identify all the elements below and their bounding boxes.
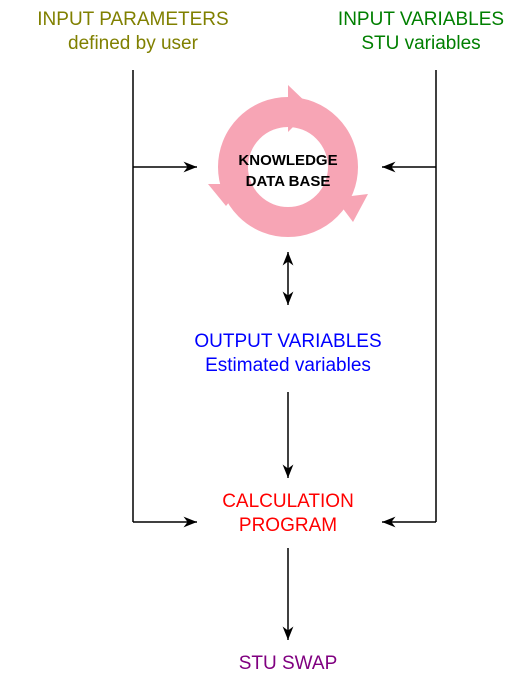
output-variables-title: OUTPUT VARIABLES (194, 331, 382, 352)
output-variables-subtitle: Estimated variables (205, 355, 371, 376)
calculation-program-title: CALCULATION (222, 491, 354, 512)
input-parameters-title: INPUT PARAMETERS (37, 9, 229, 30)
calculation-program-node: CALCULATION PROGRAM (198, 490, 378, 538)
stu-swap-label: STU SWAP (238, 653, 338, 674)
input-parameters-subtitle: defined by user (68, 33, 198, 54)
stu-swap-node: STU SWAP (208, 652, 368, 676)
output-variables-node: OUTPUT VARIABLES Estimated variables (168, 330, 408, 378)
input-parameters-node: INPUT PARAMETERS defined by user (3, 8, 263, 56)
input-variables-title: INPUT VARIABLES (337, 9, 505, 30)
knowledge-base-subtitle: DATA BASE (245, 173, 331, 190)
cycle-arrows-icon (208, 85, 368, 237)
knowledge-base-title: KNOWLEDGE (238, 152, 338, 169)
calculation-program-subtitle: PROGRAM (238, 515, 338, 536)
input-variables-subtitle: STU variables (361, 33, 481, 54)
knowledge-base-node: KNOWLEDGE DATA BASE (208, 150, 368, 192)
input-variables-node: INPUT VARIABLES STU variables (318, 8, 524, 56)
